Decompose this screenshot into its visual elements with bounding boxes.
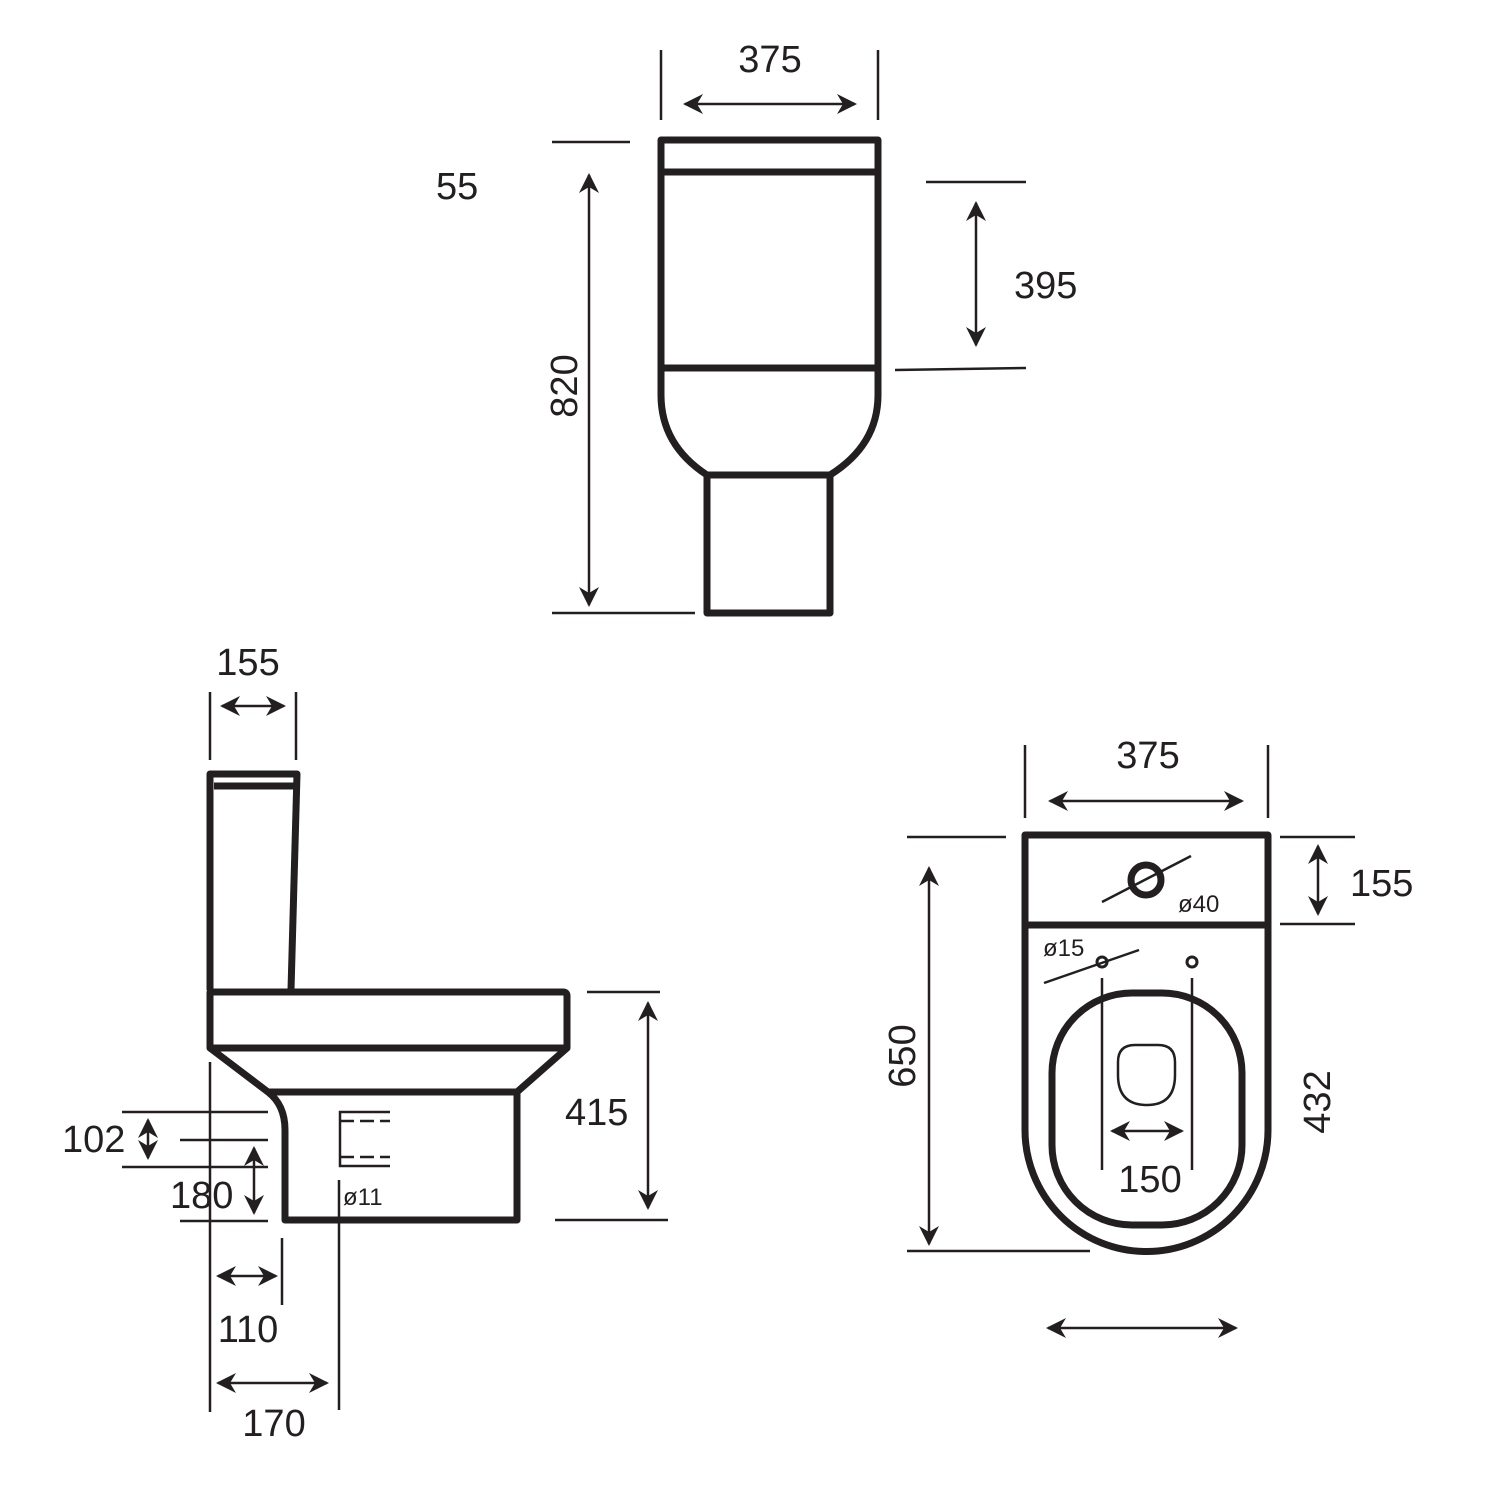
partial-label: 55: [436, 166, 478, 208]
cistern-body: [657, 172, 882, 372]
waste-dia-label: ø11: [343, 1184, 383, 1211]
pan-height-label: 415: [565, 1092, 628, 1134]
dim-170-label: 170: [242, 1403, 305, 1445]
seat-length-label: 432: [1297, 1070, 1339, 1133]
front-view: 375 820 395 55: [436, 39, 1077, 617]
side-seat: [206, 988, 571, 1052]
flush-button-icon: [1127, 861, 1165, 899]
side-cistern: [206, 770, 301, 991]
top-length-label: 650: [882, 1024, 924, 1087]
top-width-label: 375: [1116, 735, 1179, 777]
seat-ring: [1048, 989, 1246, 1229]
top-cistern-depth-label: 155: [1350, 863, 1413, 905]
fixing-hole-label: ø15: [1043, 935, 1084, 962]
fixing-centres-label: 150: [1118, 1159, 1181, 1201]
side-cistern-depth-label: 155: [216, 642, 279, 684]
side-pan: [207, 1045, 570, 1224]
pedestal: [703, 471, 834, 617]
flush-hole-label: ø40: [1178, 891, 1219, 918]
top-outline: [1021, 831, 1272, 1255]
front-height-label: 820: [544, 354, 586, 417]
bowl: [657, 368, 882, 479]
cistern-height-label: 395: [1014, 265, 1077, 307]
top-view: ø40 ø15 150 375 650 155 432: [882, 735, 1413, 1338]
dim-180-label: 180: [170, 1175, 233, 1217]
dim-110-label: 110: [218, 1309, 279, 1351]
side-view: 155 415 102 180 ø11 110 170: [62, 642, 668, 1445]
cistern-lid: [657, 136, 882, 176]
front-width-label: 375: [738, 39, 801, 81]
dim-102-label: 102: [62, 1119, 125, 1161]
